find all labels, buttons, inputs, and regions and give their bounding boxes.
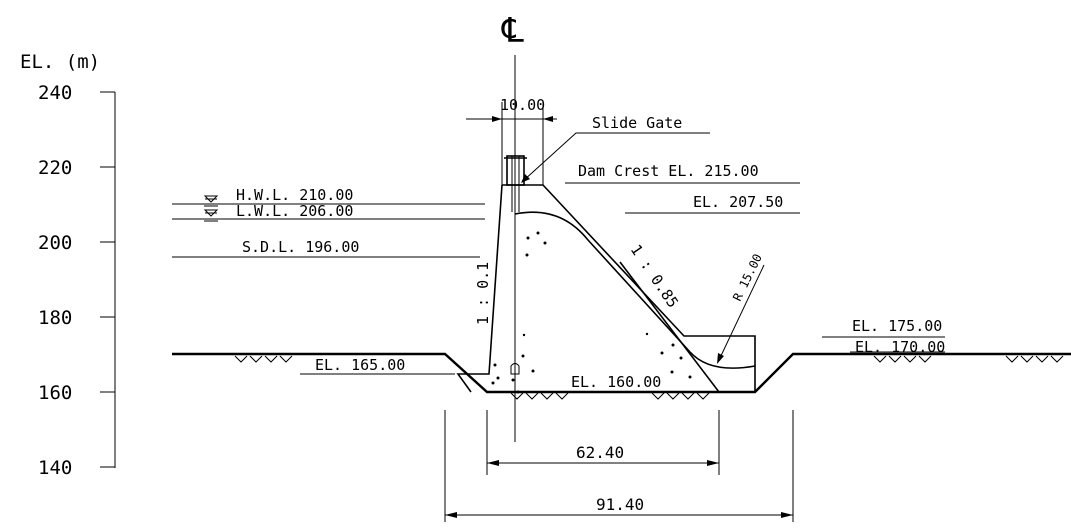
dam-body: [456, 155, 756, 394]
el-160-label: EL. 160.00: [571, 373, 661, 391]
slide-gate-label: Slide Gate: [592, 114, 682, 132]
centerline: ℄: [501, 11, 524, 442]
ground-hatch: [873, 355, 1064, 363]
dimension-arrow: [707, 460, 719, 466]
el-165-label: EL. 165.00: [315, 356, 405, 374]
water-levels: H.W.L. 210.00 L.W.L. 206.00 S.D.L. 196.0…: [172, 186, 485, 258]
base-dimensions: 62.40 91.40: [444, 410, 794, 522]
ground-profile: [172, 352, 1071, 400]
downstream-slope-label: 1 : 0.85: [627, 241, 682, 311]
centerline-symbol: ℄: [501, 11, 524, 51]
elevation-labels: Dam Crest EL. 215.00 EL. 207.50 1 : 0.1 …: [300, 162, 945, 391]
base-width-label: 62.40: [576, 443, 624, 462]
hwl-label: H.W.L. 210.00: [236, 186, 353, 204]
spillway-ogee-curve: [514, 211, 691, 353]
dimension-arrow: [445, 512, 457, 518]
total-width-label: 91.40: [596, 495, 644, 514]
dimension-arrow: [543, 116, 553, 122]
radius-leader: [718, 264, 765, 361]
upstream-slope-label: 1 : 0.1: [474, 262, 492, 325]
ground-line: [172, 352, 1071, 394]
drain-gallery: [510, 363, 520, 375]
axis-tick-label: 140: [38, 457, 72, 479]
leader-line: [522, 132, 710, 182]
axis-unit-label: EL. (m): [20, 51, 100, 73]
el-207-label: EL. 207.50: [693, 193, 783, 211]
dimension-arrow: [487, 460, 499, 466]
axis-tick-label: 180: [38, 307, 72, 329]
stilling-basin-bucket: [689, 351, 756, 369]
dam-crest-label: Dam Crest EL. 215.00: [578, 162, 759, 180]
elevation-axis: EL. (m) 240 220 200 180 160 140: [20, 51, 116, 479]
ground-hatch: [234, 355, 293, 363]
dam-upstream-face: [456, 184, 503, 393]
radius-arrow: [717, 353, 724, 364]
slide-gate: [506, 155, 525, 186]
axis-tick-label: 200: [38, 232, 72, 254]
axis-tick-label: 220: [38, 157, 72, 179]
axis-tick-label: 240: [38, 82, 72, 104]
ground-hatch: [510, 392, 710, 400]
el-175-label: EL. 175.00: [852, 317, 942, 335]
radius-label: R 15.00: [730, 252, 765, 304]
dam-crest-spillway: [502, 184, 756, 392]
leader-arrow: [521, 174, 530, 183]
slide-gate-callout: Slide Gate: [521, 114, 710, 183]
crest-width-label: 10.00: [500, 96, 545, 114]
el-170-label: EL. 170.00: [855, 338, 945, 356]
concrete-aggregate-dots: [491, 231, 692, 394]
crest-width-dimension: 10.00: [466, 96, 557, 185]
lwl-label: L.W.L. 206.00: [236, 202, 353, 220]
water-level-symbol: [203, 209, 219, 222]
dam-downstream-base: [619, 261, 720, 393]
axis-tick-label: 160: [38, 382, 72, 404]
sdl-label: S.D.L. 196.00: [242, 238, 359, 256]
water-level-symbol: [203, 195, 219, 207]
dimension-arrow: [781, 512, 793, 518]
dimension-arrow: [492, 116, 502, 122]
